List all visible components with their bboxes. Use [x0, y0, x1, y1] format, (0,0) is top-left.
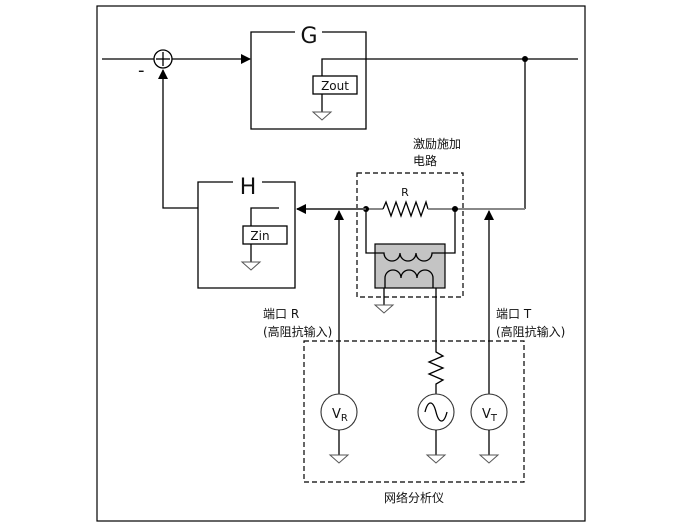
ground-icon [241, 261, 261, 271]
zout-label: Zout [321, 79, 349, 93]
ground-icon [479, 454, 499, 464]
minus-sign: - [138, 60, 145, 81]
h-block [197, 181, 296, 289]
port-r-sublabel: (高阻抗输入) [263, 324, 332, 339]
zin-box [242, 225, 288, 245]
injection-title-2: 电路 [413, 153, 437, 168]
injection-title: 激励施加 [413, 137, 461, 151]
injection-resistor [382, 199, 429, 218]
g-label: G [300, 24, 317, 49]
source-resistor [427, 350, 445, 394]
h-label: H [240, 175, 257, 200]
sine-wave-icon [424, 402, 448, 422]
ground-icon [312, 111, 332, 121]
ground-icon [374, 304, 394, 314]
port-t-sublabel: (高阻抗输入) [496, 324, 565, 339]
output-wire [321, 58, 578, 76]
diagram-frame [96, 5, 586, 522]
port-r-label: 端口 R [263, 307, 299, 321]
injection-circuit-box [356, 172, 464, 298]
port-t-label: 端口 T [496, 307, 532, 321]
zin-label: Zin [250, 229, 269, 243]
g-block [250, 31, 367, 130]
network-analyzer-box [303, 340, 525, 483]
vr-label: VR [332, 407, 348, 424]
vt-label: VT [482, 407, 498, 424]
feedback-wire [158, 69, 198, 209]
resistor-label: R [401, 186, 409, 199]
network-analyzer-label: 网络分析仪 [384, 490, 444, 505]
ground-icon [426, 454, 446, 464]
zout-box [312, 75, 358, 95]
ground-icon [329, 454, 349, 464]
